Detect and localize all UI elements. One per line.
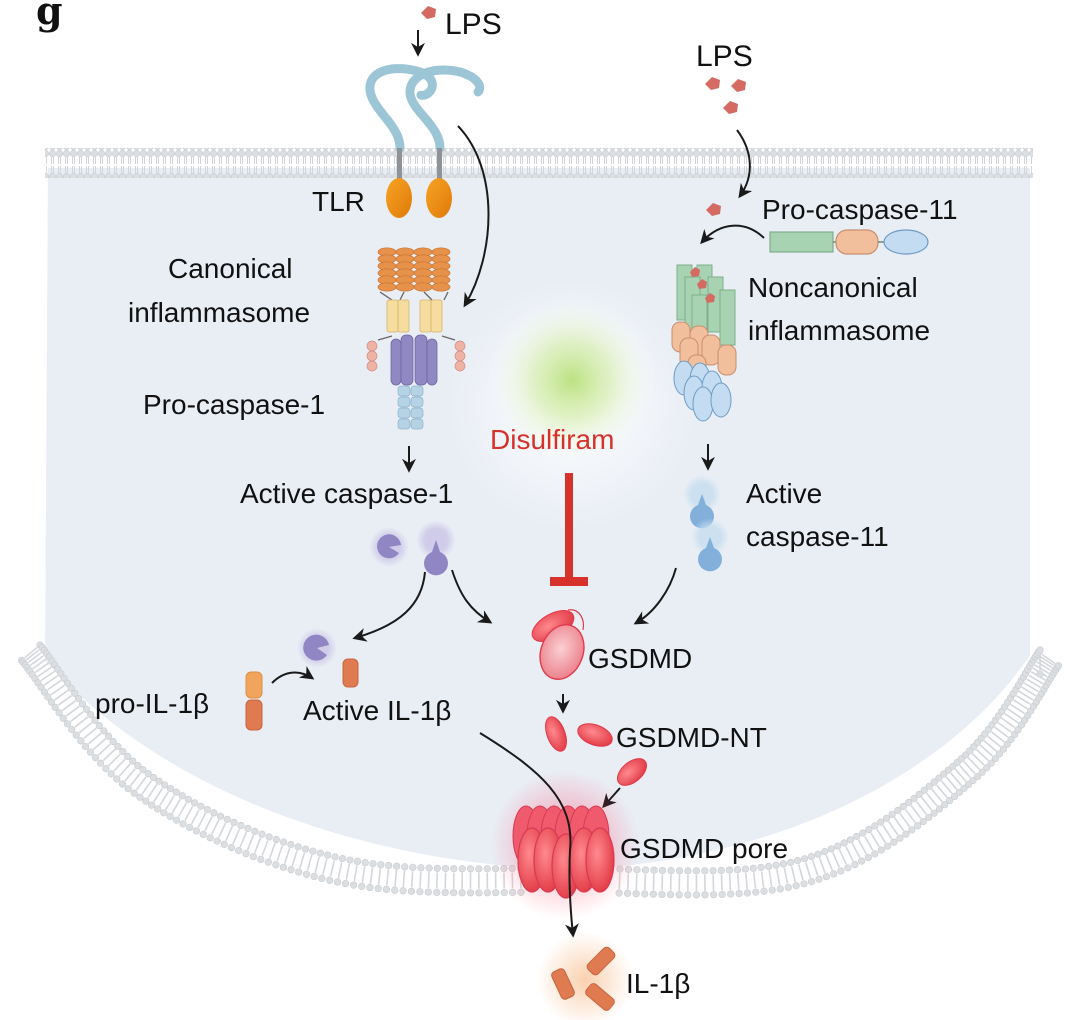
label-disulfiram: Disulfiram	[490, 424, 614, 455]
label-active-caspase-1: Active caspase-1	[240, 478, 453, 509]
arrow-il1b-release	[479, 732, 579, 938]
label-canonical-line1: Canonical	[168, 253, 293, 284]
label-gsdmd-nt: GSDMD-NT	[616, 722, 767, 753]
noncanonical-inflammasome-complex	[671, 264, 737, 422]
label-lps-right: LPS	[696, 40, 753, 73]
arrow-caspase-11-to-gsdmd	[633, 567, 677, 625]
il1b-released-icon	[551, 946, 616, 1011]
label-pro-il1b: pro-IL-1β	[95, 688, 209, 719]
pro-caspase-11-icon	[769, 229, 929, 255]
disulfiram-glow-green	[487, 295, 657, 465]
label-pro-caspase-1: Pro-caspase-1	[143, 389, 325, 420]
gsdmd-pore-icon	[512, 805, 615, 899]
caspase-1-cleaving-icon	[297, 628, 337, 668]
inhibition-bar-icon	[550, 473, 588, 586]
label-pro-caspase-11: Pro-caspase-11	[762, 194, 958, 225]
arrow-tlr-to-inflammasome	[457, 125, 490, 308]
label-noncanonical-line1: Noncanonical	[748, 272, 918, 303]
gsdmd-icon	[531, 609, 585, 680]
label-active-caspase-11-line1: Active	[746, 478, 822, 509]
gsdmd-nt-icon	[545, 716, 648, 786]
arrow-pro-to-active-il1b	[271, 665, 315, 684]
plasma-membrane-top	[45, 148, 1033, 178]
active-il1b-icon	[342, 658, 359, 688]
lps-molecules-right	[705, 77, 746, 216]
label-lps-left: LPS	[445, 8, 502, 41]
label-noncanonical-line2: inflammasome	[748, 315, 930, 346]
label-gsdmd-pore: GSDMD pore	[620, 833, 788, 864]
panel-letter: g	[36, 0, 63, 33]
canonical-inflammasome-complex	[366, 247, 466, 430]
label-gsdmd: GSDMD	[588, 643, 692, 674]
active-caspase-1-icon	[369, 520, 456, 576]
plasma-membrane-bottom	[17, 641, 1062, 899]
lps-molecule-left	[421, 6, 436, 19]
label-canonical-line2: inflammasome	[128, 297, 310, 328]
arrow-lps-entry	[736, 129, 753, 199]
label-active-caspase-11-line2: caspase-11	[746, 521, 889, 552]
arrow-caspase-1-to-gsdmd	[451, 569, 493, 624]
tlr-receptor	[365, 64, 485, 218]
label-il1b-released: IL-1β	[626, 968, 690, 999]
arrow-pro-caspase-11-to-complex	[700, 224, 765, 245]
active-caspase-11-icon	[683, 475, 729, 572]
label-tlr: TLR	[312, 186, 365, 217]
arrow-caspase-1-to-il1b	[352, 571, 426, 642]
pro-il1b-icon	[245, 671, 263, 731]
label-active-il1b: Active IL-1β	[303, 695, 451, 726]
